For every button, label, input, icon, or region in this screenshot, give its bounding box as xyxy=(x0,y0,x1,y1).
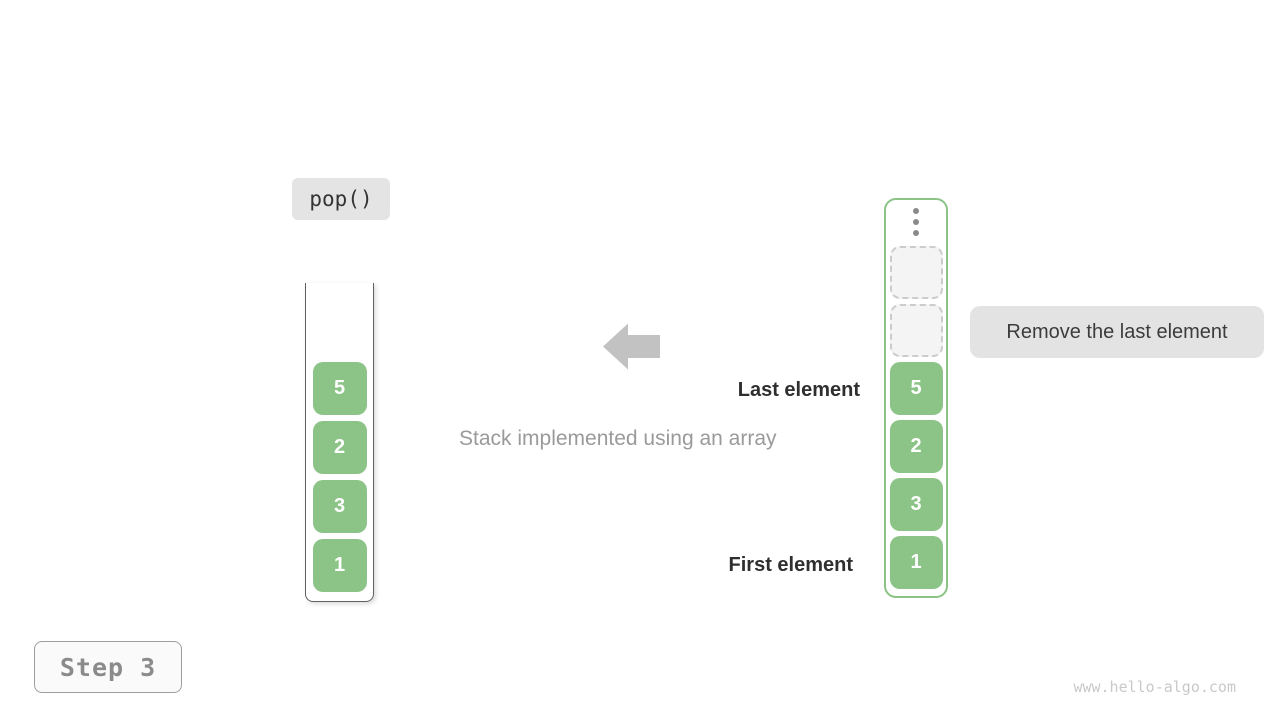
array-element: 2 xyxy=(889,420,943,473)
empty-array-slot xyxy=(889,246,943,299)
array-element-value: 1 xyxy=(910,551,922,573)
array-element-value: 3 xyxy=(910,493,922,515)
last-element-label: Last element xyxy=(737,379,860,401)
array-element-value: 5 xyxy=(910,377,922,399)
stack-element: 1 xyxy=(312,539,367,592)
operation-label: pop() xyxy=(292,178,390,220)
array-container: 5 2 3 1 xyxy=(884,198,948,598)
watermark: www.hello-algo.com xyxy=(1073,678,1236,696)
left-arrow-icon xyxy=(603,323,660,370)
array-element: 1 xyxy=(889,536,943,589)
stack-element: 3 xyxy=(312,480,367,533)
first-element-label: First element xyxy=(728,554,853,576)
vertical-ellipsis-icon xyxy=(913,208,919,236)
stack-element-value: 5 xyxy=(333,377,346,399)
stack-container: 5 2 3 1 xyxy=(305,283,374,602)
tooltip-text: Remove the last element xyxy=(1006,320,1228,343)
stack-element-value: 1 xyxy=(333,554,346,576)
stack-element: 5 xyxy=(312,362,367,415)
step-indicator: Step 3 xyxy=(34,641,182,693)
stack-element: 2 xyxy=(312,421,367,474)
stack-element-value: 3 xyxy=(333,495,346,517)
tooltip: Remove the last element xyxy=(970,306,1264,358)
empty-array-slot xyxy=(889,304,943,357)
array-element-value: 2 xyxy=(910,435,922,457)
array-element: 5 xyxy=(889,362,943,415)
stack-element-value: 2 xyxy=(333,436,346,458)
diagram-caption: Stack implemented using an array xyxy=(459,427,777,450)
step-indicator-text: Step 3 xyxy=(59,652,157,682)
array-element: 3 xyxy=(889,478,943,531)
operation-label-text: pop() xyxy=(309,187,373,211)
